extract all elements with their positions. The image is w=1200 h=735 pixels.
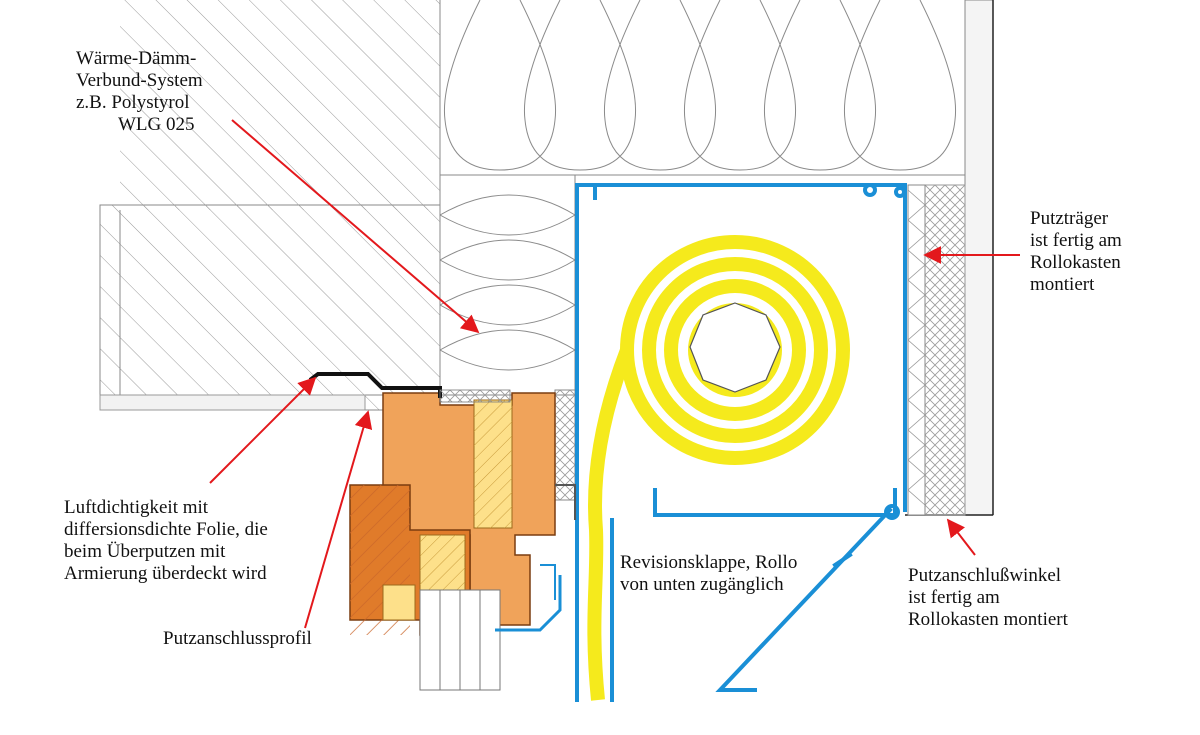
roller-shutter-box [575, 183, 907, 702]
arrow-putzanschlusswinkel [946, 518, 976, 556]
label-wdvs-line-2: Verbund-System [76, 70, 203, 91]
window-frame [349, 392, 576, 691]
airtight-foil [308, 372, 511, 403]
arrow-luftdicht [209, 376, 317, 484]
label-revision: Revisionsklappe, Rollo von unten zugängl… [620, 552, 797, 596]
label-wdvs-line-4: WLG 025 [118, 114, 195, 135]
right-insulation [907, 184, 966, 516]
label-luftdicht-line-2: differsionsdichte Folie, die [64, 519, 268, 540]
upper-insulation [439, 0, 965, 176]
annotation-arrows [209, 119, 1020, 629]
label-wdvs-line-1: Wärme-Dämm- [76, 48, 197, 69]
label-putztraeger-line-1: Putzträger [1030, 208, 1109, 229]
left-wall [99, 0, 441, 411]
label-putztraeger-line-2: ist fertig am [1030, 230, 1122, 251]
label-putzanschlussprofil-line-1: Putzanschlussprofil [163, 628, 312, 649]
label-putzanschlusswinkel-line-3: Rollokasten montiert [908, 609, 1068, 630]
label-putztraeger: Putzträger ist fertig am Rollokasten mon… [1030, 208, 1122, 296]
label-putzanschlussprofil: Putzanschlussprofil [163, 628, 312, 650]
label-luftdicht: Luftdichtigkeit mit differsionsdichte Fo… [64, 497, 268, 585]
label-revision-line-2: von unten zugänglich [620, 574, 784, 595]
label-putzanschlusswinkel: Putzanschlußwinkel ist fertig am Rolloka… [908, 565, 1068, 631]
label-putzanschlusswinkel-line-2: ist fertig am [908, 587, 1000, 608]
label-wdvs-line-3: z.B. Polystyrol [76, 92, 190, 113]
label-putztraeger-line-3: Rollokasten [1030, 252, 1121, 273]
rolled-shutter [587, 235, 850, 701]
label-luftdicht-line-4: Armierung überdeckt wird [64, 563, 267, 584]
label-wdvs: Wärme-Dämm- Verbund-System z.B. Polystyr… [76, 48, 203, 136]
arrow-putzanschlussprofil [304, 410, 373, 629]
arrow-wdvs [231, 119, 480, 334]
label-revision-line-1: Revisionsklappe, Rollo [620, 552, 798, 573]
label-luftdicht-line-1: Luftdichtigkeit mit [64, 497, 209, 518]
label-luftdicht-line-3: beim Überputzen mit [64, 541, 226, 562]
label-putzanschlusswinkel-line-1: Putzanschlußwinkel [908, 565, 1062, 586]
label-putztraeger-line-4: montiert [1030, 274, 1095, 295]
